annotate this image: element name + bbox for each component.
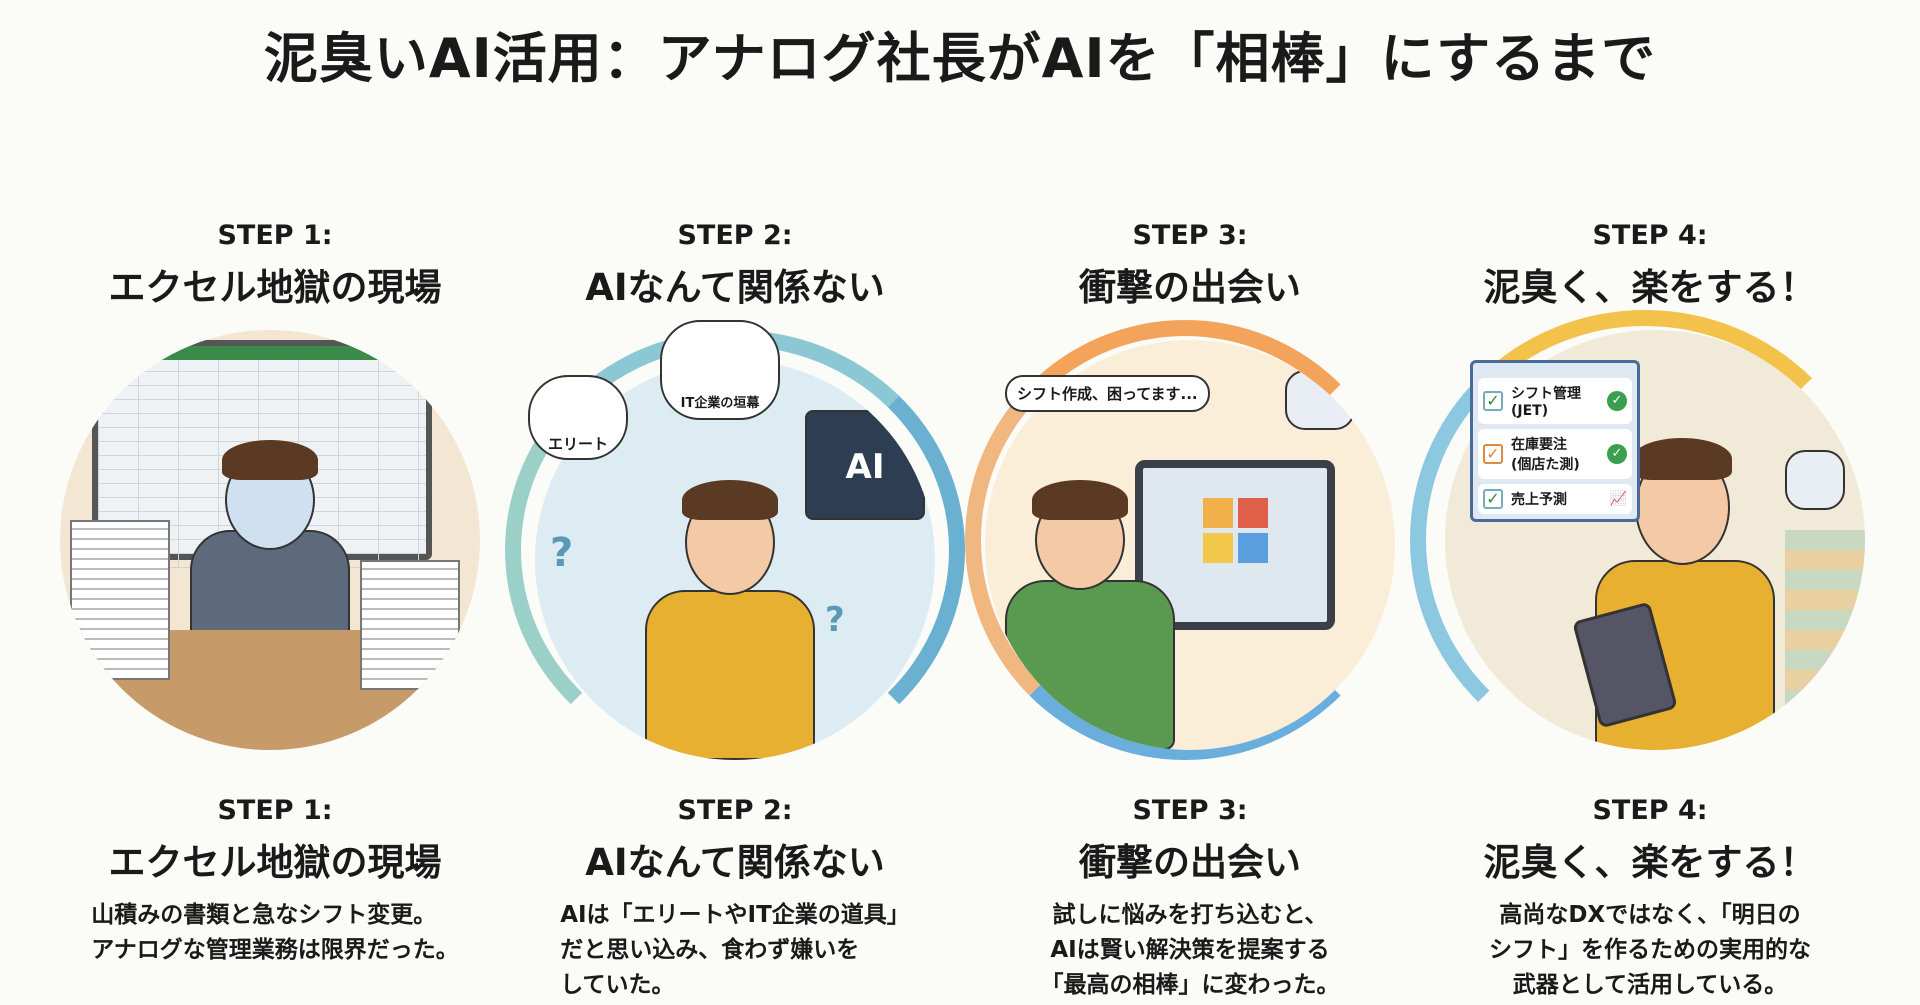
man-at-tablet <box>1005 580 1175 750</box>
robot-icon <box>1285 370 1355 430</box>
checkbox-icon: ✓ <box>1483 489 1503 509</box>
step-heading: 衝撃の出会い <box>1079 841 1301 884</box>
step-number: STEP 1: <box>217 795 333 826</box>
step-heading: 衝撃の出会い <box>1079 266 1301 309</box>
checklist-label: 売上予測 <box>1511 492 1567 508</box>
step-1-illustration <box>60 330 480 750</box>
step-body: 試しに悩みを打ち込むと、 AIは賢い解決策を提案する「最高の相棒」に変わった。 <box>1041 898 1340 1003</box>
speech-bubble: シフト作成、困ってます... <box>1005 375 1210 412</box>
step-number: STEP 1: <box>217 220 333 251</box>
body-line: 武器として活用している。 <box>1512 972 1788 998</box>
step-heading: 泥臭く、楽をする！ <box>1483 841 1817 884</box>
body-line: シフト」を作るための実用的な <box>1489 937 1811 963</box>
thought-bubble-it: IT企業の垣幕 <box>660 320 780 420</box>
bubble-text: エリート <box>547 435 608 453</box>
checklist-item: ✓ 売上予測 📈 <box>1478 484 1632 514</box>
store-shelf <box>1785 530 1865 710</box>
step-3-description: STEP 3: 衝撃の出会い 試しに悩みを打ち込むと、 AIは賢い解決策を提案する… <box>960 795 1420 1003</box>
step-number: STEP 4: <box>1592 795 1708 826</box>
ai-brain-icon: AI <box>805 410 925 520</box>
step-4-description: STEP 4: 泥臭く、楽をする！ 高尚なDXではなく、「明日のシフト」を作るた… <box>1420 795 1880 1003</box>
chart-up-icon: 📈 <box>1609 491 1627 507</box>
body-line: だと思い込み、食わず嫌いを <box>560 937 860 963</box>
question-mark-icon: ? <box>825 600 845 640</box>
page-title: 泥臭いAI活用：アナログ社長がAIを「相棒」にするまで <box>263 27 1657 90</box>
step-heading: エクセル地獄の現場 <box>108 841 442 884</box>
step-2-description: STEP 2: AIなんて関係ない AIは「エリートやIT企業の道具」だと思い込… <box>505 795 965 1003</box>
step-body: 山積みの書類と急なシフト変更。アナログな管理業務は限界だった。 <box>91 898 459 968</box>
skeptical-man <box>645 590 815 760</box>
step-1-top-label: STEP 1: エクセル地獄の現場 <box>45 220 505 311</box>
checkbox-icon: ✓ <box>1483 391 1503 411</box>
step-heading: AIなんて関係ない <box>585 841 885 884</box>
step-number: STEP 2: <box>677 220 793 251</box>
step-heading: エクセル地獄の現場 <box>108 266 442 309</box>
step-heading: 泥臭く、楽をする！ <box>1483 266 1817 309</box>
robot-icon <box>1785 450 1845 510</box>
step-number: STEP 3: <box>1132 220 1248 251</box>
body-line: 試しに悩みを打ち込むと、 <box>1052 902 1328 928</box>
body-line: 山積みの書類と急なシフト変更。 <box>91 902 437 928</box>
step-number: STEP 4: <box>1592 220 1708 251</box>
checklist-label: 在庫要注 (個店た測) <box>1511 437 1580 473</box>
check-circle-icon: ✓ <box>1607 391 1627 411</box>
check-circle-icon: ✓ <box>1607 444 1627 464</box>
step-body: AIは「エリートやIT企業の道具」だと思い込み、食わず嫌いをしていた。 <box>560 898 910 1003</box>
step-4-top-label: STEP 4: 泥臭く、楽をする！ <box>1420 220 1880 311</box>
bubble-text: IT企業の垣幕 <box>680 396 760 411</box>
body-line: AIは賢い解決策を提案する <box>1050 937 1330 963</box>
step-2-illustration: AI ? ? <box>535 360 935 760</box>
checklist-label: シフト管理 (JET) <box>1511 386 1581 419</box>
paper-stack-icon <box>360 560 460 690</box>
step-3-top-label: STEP 3: 衝撃の出会い <box>960 220 1420 311</box>
checkbox-icon: ✓ <box>1483 444 1503 464</box>
step-number: STEP 2: <box>677 795 793 826</box>
step-body: 高尚なDXではなく、「明日のシフト」を作るための実用的な武器として活用している。 <box>1489 898 1811 1003</box>
question-mark-icon: ? <box>550 530 574 576</box>
step-1-description: STEP 1: エクセル地獄の現場 山積みの書類と急なシフト変更。アナログな管理… <box>45 795 505 968</box>
body-line: 高尚なDXではなく、「明日の <box>1499 902 1801 928</box>
step-heading: AIなんて関係ない <box>585 266 885 309</box>
body-line: していた。 <box>560 972 675 998</box>
body-line: アナログな管理業務は限界だった。 <box>91 937 459 963</box>
body-line: 「最高の相棒」に変わった。 <box>1040 972 1340 998</box>
body-line: AIは「エリートやIT企業の道具」 <box>560 902 910 928</box>
checklist-item: ✓ シフト管理 (JET) ✓ <box>1478 378 1632 424</box>
step-number: STEP 3: <box>1132 795 1248 826</box>
thought-bubble-elite: エリート <box>528 375 628 460</box>
step-2-top-label: STEP 2: AIなんて関係ない <box>505 220 965 311</box>
checklist-item: ✓ 在庫要注 (個店た測) ✓ <box>1478 429 1632 479</box>
task-checklist-window: ✓ シフト管理 (JET) ✓ ✓ 在庫要注 (個店た測) ✓ ✓ 売上予測 📈 <box>1470 360 1640 522</box>
paper-stack-icon <box>70 520 170 680</box>
